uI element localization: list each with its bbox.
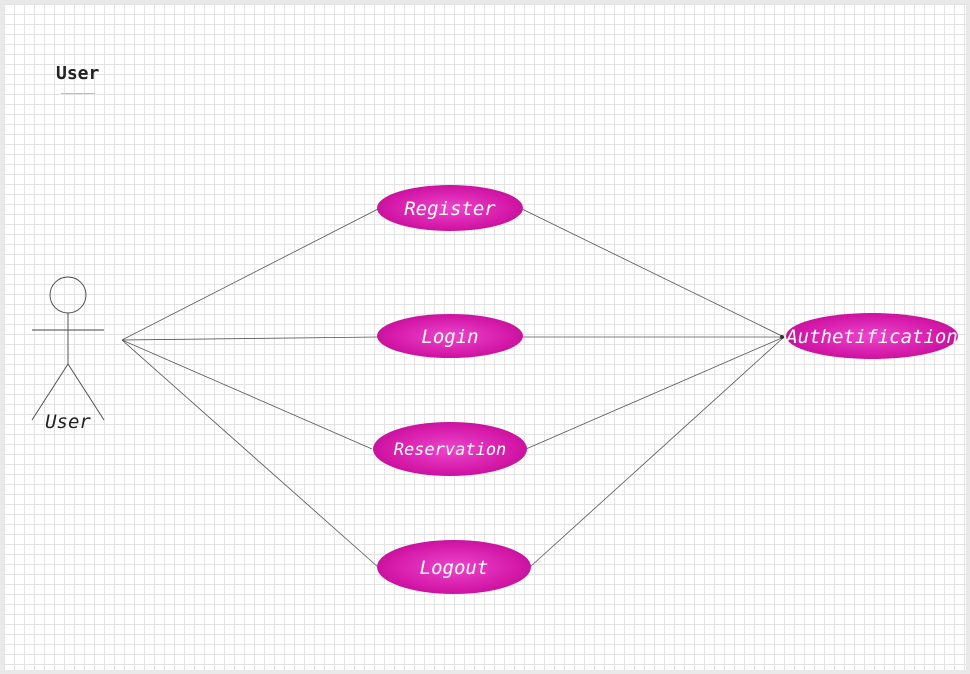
actor-left-leg [31, 363, 69, 421]
usecase-reservation[interactable]: Reservation [373, 422, 527, 476]
usecase-register-label: Register [404, 198, 496, 220]
usecase-logout-label: Logout [420, 557, 489, 579]
usecase-login[interactable]: Login [377, 314, 523, 358]
line-logout-auth [529, 336, 785, 568]
actor-figure[interactable] [31, 276, 105, 421]
authentication-associations [521, 208, 785, 568]
line-actor-logout [121, 339, 379, 568]
use-case-diagram: User Register Login Reservation Logout A… [31, 185, 958, 594]
line-actor-register [121, 208, 379, 341]
line-actor-login [121, 336, 379, 341]
page-title: User [56, 63, 100, 84]
usecase-authentication[interactable]: Authetification [785, 313, 958, 359]
actor-head [49, 276, 87, 314]
title-underline [61, 93, 95, 94]
usecase-authentication-label: Authetification [785, 326, 958, 348]
actor-label: User [45, 411, 91, 433]
connection-point [780, 335, 784, 339]
usecase-login-label: Login [421, 326, 478, 348]
usecase-register[interactable]: Register [377, 185, 523, 231]
usecase-reservation-label: Reservation [394, 440, 507, 460]
line-reservation-auth [525, 336, 785, 450]
actor-right-leg [67, 363, 105, 421]
diagram-canvas: User [4, 4, 966, 670]
line-actor-reservation [121, 339, 373, 450]
usecase-logout[interactable]: Logout [377, 540, 531, 594]
actor-associations [121, 208, 379, 568]
line-register-auth [521, 208, 785, 338]
